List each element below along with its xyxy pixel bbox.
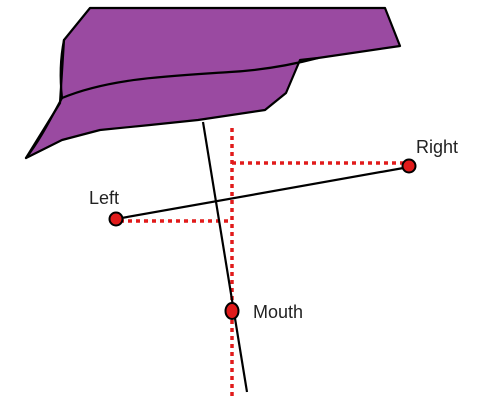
center-line [201,121,249,393]
hat-crown-edge [59,38,66,100]
hat-brim-edge [60,56,320,100]
hat-shape [24,6,402,160]
mouth-marker [224,302,240,320]
axis-lines [115,121,410,393]
eye-line [115,165,410,221]
right-marker [401,158,417,174]
right-label: Right [416,137,458,157]
hat-brim-front [24,96,64,160]
markers [108,158,417,320]
hat-crown [24,6,402,160]
guide-lines [120,128,408,400]
left-marker [108,211,124,227]
left-label: Left [89,188,119,208]
labels: Left Right Mouth [89,137,458,322]
mouth-label: Mouth [253,302,303,322]
